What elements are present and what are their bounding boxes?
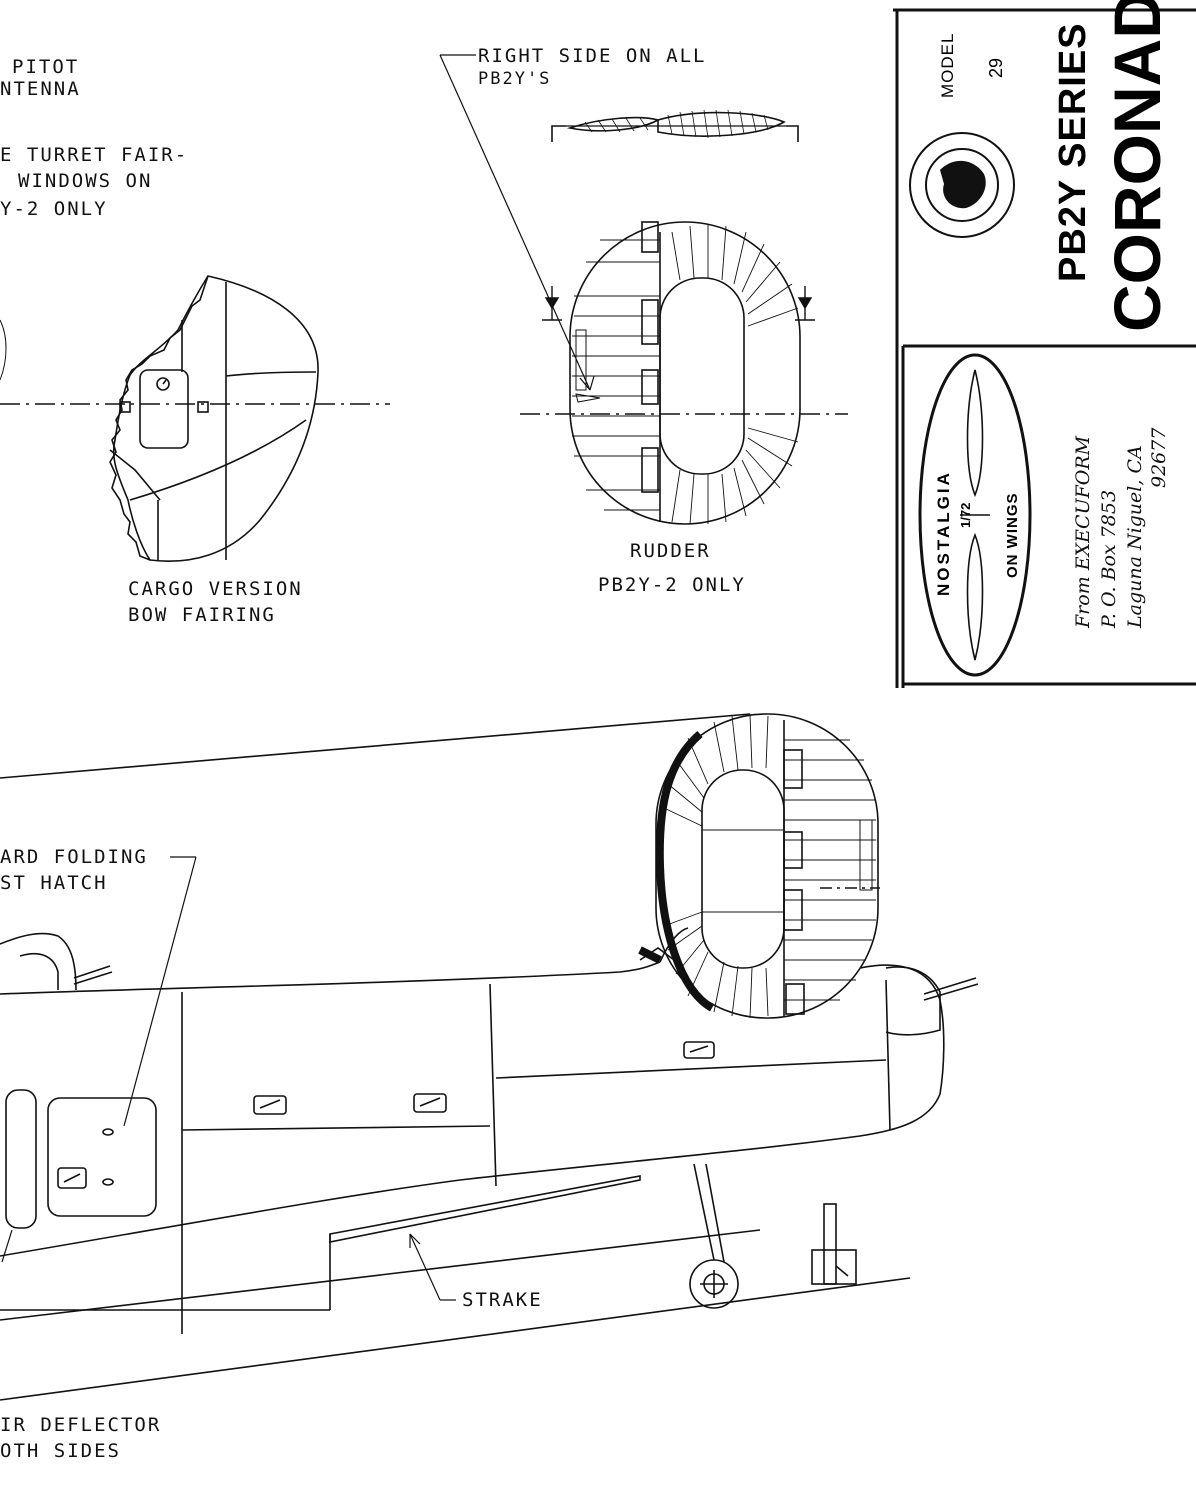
- bow-fairing-label: BOW FAIRING: [128, 604, 276, 626]
- folding-hatch-label-1: ARD FOLDING: [0, 846, 148, 868]
- badge-scale-text: 1/72: [958, 502, 973, 528]
- address-line-2: P. O. Box 7853: [1098, 489, 1120, 628]
- title-block-frame: [893, 8, 1196, 688]
- nostalgia-on-wings-badge: [918, 353, 1032, 677]
- aircraft-name-title: CORONADO: [1100, 0, 1174, 332]
- antenna-label: NTENNA: [0, 78, 81, 100]
- turret-note-line-2: WINDOWS ON: [18, 170, 153, 192]
- rudder-variant-label: PB2Y-2 ONLY: [598, 574, 746, 596]
- air-deflector-label-2: OTH SIDES: [0, 1440, 121, 1462]
- turret-note-line-1: E TURRET FAIR-: [0, 144, 189, 166]
- air-deflector-label-1: IR DEFLECTOR: [0, 1414, 162, 1436]
- series-title: PB2Y SERIES: [1052, 22, 1094, 282]
- tail-fin-drawing: [638, 713, 880, 1019]
- right-side-note-line-2: PB2Y'S: [478, 69, 552, 89]
- callout-leaders: [1, 856, 456, 1301]
- rudder-label: RUDDER: [630, 540, 711, 562]
- pitot-label: PITOT: [12, 56, 80, 78]
- badge-bottom-text: ON WINGS: [1004, 492, 1021, 579]
- rudder-front-view-drawing: [520, 221, 848, 525]
- strake-label: STRAKE: [462, 1289, 543, 1311]
- right-side-leader: [439, 54, 595, 391]
- fuselage-side-view-drawing: [0, 713, 979, 1401]
- airfoil-section-drawing: [551, 109, 799, 142]
- address-line-3: Laguna Niguel, CA: [1124, 445, 1146, 628]
- badge-top-text: NOSTALGIA: [934, 470, 953, 596]
- right-side-note-line-1: RIGHT SIDE ON ALL: [478, 45, 707, 67]
- model-label: MODEL: [938, 32, 957, 98]
- folding-hatch-label-2: ST HATCH: [0, 872, 108, 894]
- consolidated-aircraft-logo: [909, 132, 1015, 238]
- cargo-version-label: CARGO VERSION: [128, 578, 303, 600]
- address-line-4: 92677: [1148, 427, 1170, 488]
- cargo-bow-fairing-drawing: [0, 275, 390, 563]
- address-line-1: From EXECUFORM: [1072, 435, 1094, 628]
- turret-note-line-3: Y-2 ONLY: [0, 198, 108, 220]
- model-number: 29: [986, 57, 1006, 78]
